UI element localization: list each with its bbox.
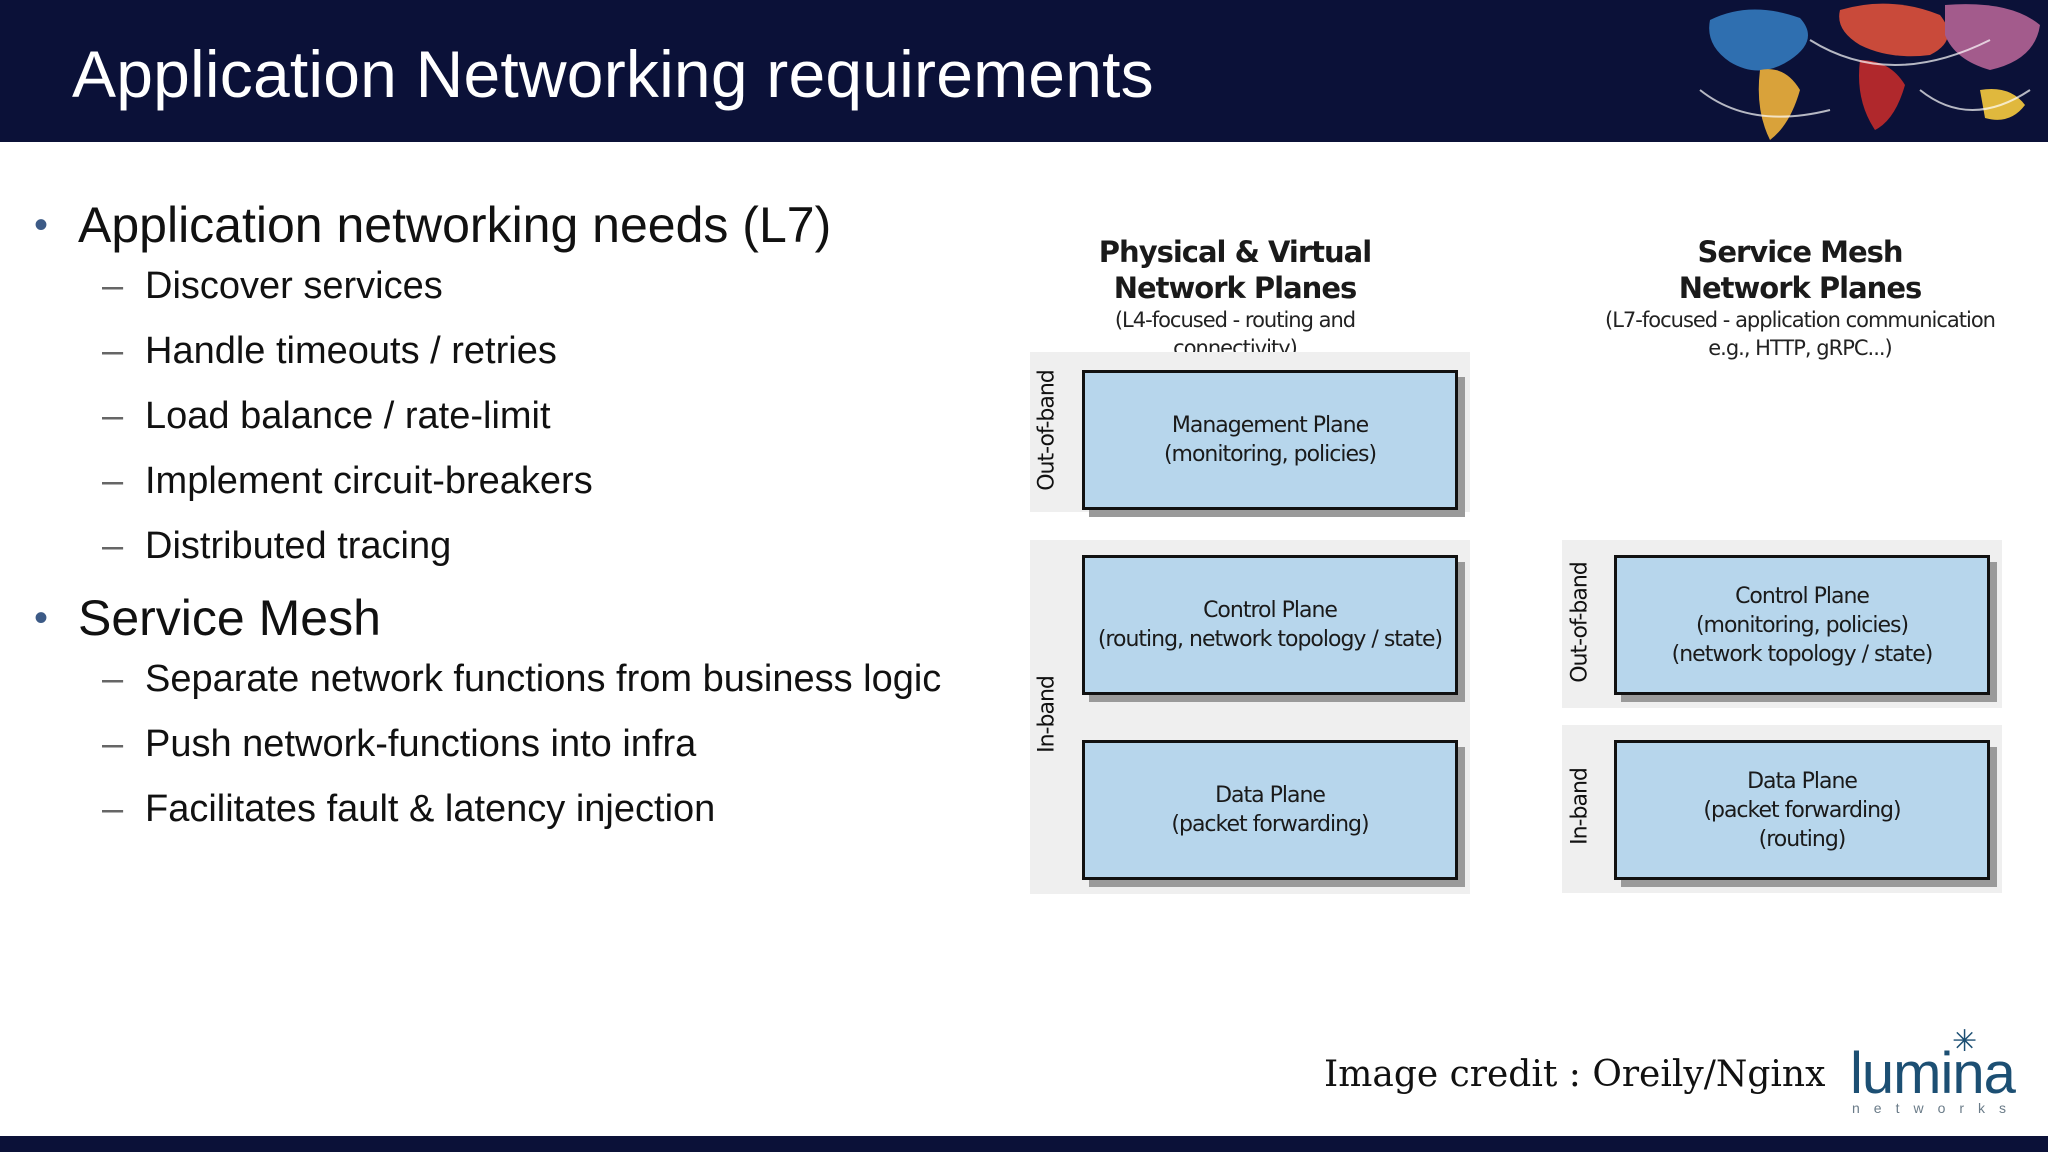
bullet-level2: –Push network-functions into infra (34, 721, 1014, 767)
world-map-graphic (1690, 0, 2048, 142)
bullet-dot-icon: • (34, 596, 49, 640)
dash-icon: – (102, 788, 124, 830)
right-column-heading: Service Mesh Network Planes (L7-focused … (1590, 234, 2010, 362)
plane-title: Control Plane (1203, 598, 1338, 623)
bullet-list: • Application networking needs (L7) –Dis… (34, 195, 1014, 851)
bullet-text: Application networking needs (L7) (78, 197, 832, 253)
bullet-level2: –Discover services (34, 263, 1014, 309)
sub-bullet-text: Load balance / rate-limit (145, 395, 551, 437)
plane-title: Data Plane (1747, 768, 1858, 794)
network-planes-diagram: Physical & Virtual Network Planes (L4-fo… (1000, 220, 2040, 920)
bullet-level2: –Separate network functions from busines… (34, 656, 1014, 702)
control-plane-box: Control Plane (routing, network topology… (1082, 555, 1458, 695)
logo-word: lumina (1850, 1041, 2016, 1106)
bullet-level2: –Distributed tracing (34, 523, 1014, 569)
right-heading-line2: Network Planes (1678, 271, 1923, 305)
right-out-of-band-label: Out-of-band (1567, 562, 1593, 683)
plane-title: Management Plane (1171, 413, 1369, 438)
plane-detail: (routing, network topology / state) (1097, 627, 1443, 652)
plane-detail: (routing) (1758, 826, 1847, 852)
plane-detail: (packet forwarding) (1171, 812, 1369, 837)
plane-detail: (network topology / state) (1671, 641, 1934, 667)
footer-bar (0, 1136, 2048, 1152)
bullet-level2: –Handle timeouts / retries (34, 328, 1014, 374)
dash-icon: – (102, 460, 124, 502)
plane-detail: (monitoring, policies) (1163, 442, 1377, 467)
plane-detail: (packet forwarding) (1703, 797, 1901, 823)
bullet-level1: • Application networking needs (L7) (34, 195, 1014, 255)
right-heading-line1: Service Mesh (1697, 235, 1903, 269)
dash-icon: – (102, 658, 124, 700)
bullet-dot-icon: • (34, 203, 49, 247)
dash-icon: – (102, 330, 124, 372)
left-column-heading: Physical & Virtual Network Planes (L4-fo… (1060, 234, 1410, 362)
dash-icon: – (102, 395, 124, 437)
left-heading-line1: Physical & Virtual (1098, 235, 1372, 269)
mesh-control-plane-box: Control Plane (monitoring, policies) (ne… (1614, 555, 1990, 695)
mesh-data-plane-box: Data Plane (packet forwarding) (routing) (1614, 740, 1990, 880)
bullet-text: Service Mesh (78, 590, 381, 646)
lumina-logo: ✳ lumina networks (1848, 1025, 2038, 1130)
dash-icon: – (102, 265, 124, 307)
star-icon: ✳ (1952, 1025, 1978, 1058)
right-subheading-line1: (L7-focused - application communication (1605, 308, 1996, 332)
dash-icon: – (102, 723, 124, 765)
data-plane-box: Data Plane (packet forwarding) (1082, 740, 1458, 880)
slide-header: Application Networking requirements (0, 0, 2048, 142)
bullet-level2: –Implement circuit-breakers (34, 458, 1014, 504)
dash-icon: – (102, 525, 124, 567)
bullet-level2: –Facilitates fault & latency injection (34, 786, 1014, 832)
sub-bullet-text: Handle timeouts / retries (145, 330, 557, 372)
image-credit: Image credit : Oreily/Nginx (1324, 1054, 1826, 1095)
left-heading-line2: Network Planes (1113, 271, 1358, 305)
bullet-level1: • Service Mesh (34, 588, 1014, 648)
sub-bullet-text: Push network-functions into infra (145, 723, 697, 765)
sub-bullet-text: Separate network functions from business… (145, 658, 942, 700)
sub-bullet-text: Distributed tracing (145, 525, 452, 567)
sub-bullet-text: Facilitates fault & latency injection (145, 788, 716, 830)
plane-title: Control Plane (1735, 583, 1870, 609)
bullet-level2: –Load balance / rate-limit (34, 393, 1014, 439)
plane-detail: (monitoring, policies) (1695, 612, 1909, 638)
right-in-band-label: In-band (1567, 768, 1593, 845)
management-plane-box: Management Plane (monitoring, policies) (1082, 370, 1458, 510)
logo-subtext: networks (1852, 1100, 2021, 1116)
sub-bullet-text: Discover services (145, 265, 443, 307)
left-out-of-band-label: Out-of-band (1034, 370, 1060, 491)
sub-bullet-text: Implement circuit-breakers (145, 460, 593, 502)
right-subheading-line2: e.g., HTTP, gRPC...) (1708, 336, 1893, 360)
slide-title: Application Networking requirements (72, 37, 1154, 111)
plane-title: Data Plane (1215, 783, 1326, 808)
left-in-band-label: In-band (1034, 676, 1060, 753)
